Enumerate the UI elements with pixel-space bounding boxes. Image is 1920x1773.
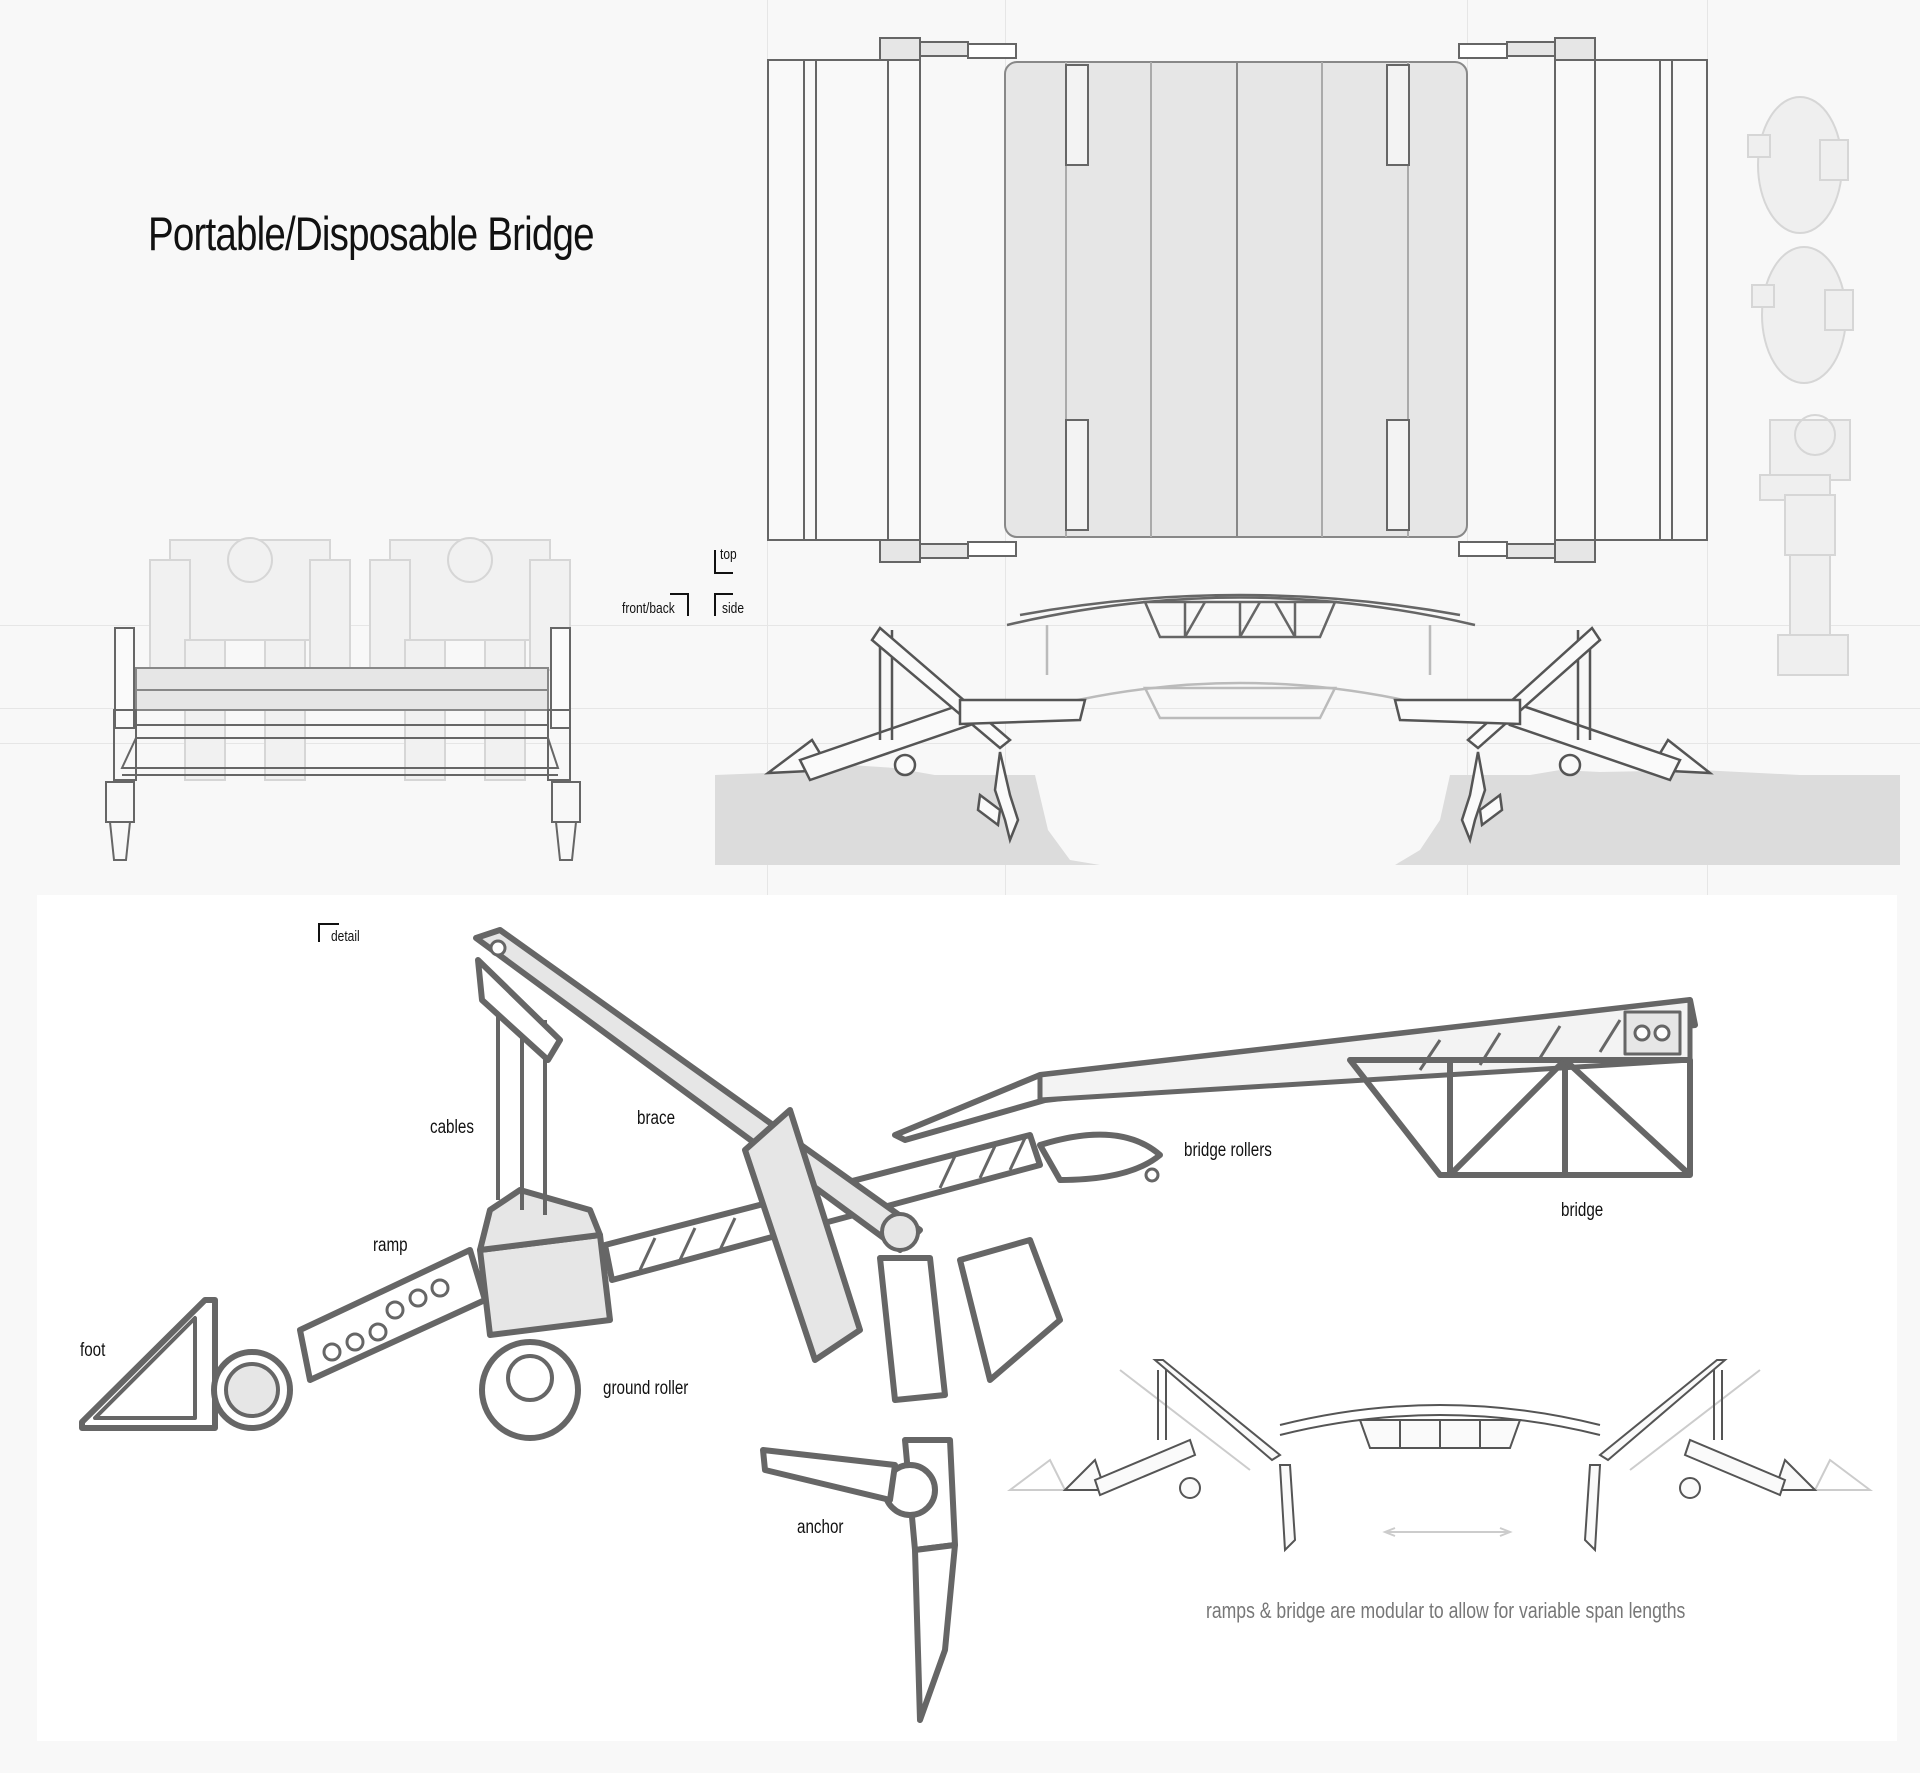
label-ramp: ramp: [373, 1235, 408, 1256]
guide-line: [0, 743, 1920, 744]
modularity-caption: ramps & bridge are modular to allow for …: [1206, 1598, 1686, 1623]
front-view-drawing: [105, 537, 581, 861]
view-label-side: side: [722, 600, 745, 617]
label-anchor: anchor: [797, 1517, 844, 1538]
view-label-detail: detail: [331, 928, 360, 945]
guide-line: [0, 625, 1920, 626]
mech-top-view-ghost: [1747, 96, 1854, 676]
top-view-marker-icon: [714, 550, 733, 574]
label-cables: cables: [430, 1117, 474, 1138]
page-title: Portable/Disposable Bridge: [148, 207, 595, 260]
label-bridge: bridge: [1561, 1200, 1604, 1221]
top-view-drawing: [767, 37, 1708, 563]
label-foot: foot: [80, 1340, 106, 1361]
front-back-marker-icon: [670, 593, 689, 616]
detail-marker-icon: [318, 923, 339, 942]
label-bridge-rollers: bridge rollers: [1184, 1140, 1272, 1161]
label-brace: brace: [637, 1108, 676, 1129]
side-view-marker-icon: [714, 593, 733, 616]
assembled-bridge-diagram: [1007, 1359, 1873, 1553]
view-label-top: top: [720, 546, 737, 563]
view-label-front-back: front/back: [622, 600, 675, 617]
side-view-drawing: [715, 593, 1900, 865]
label-ground-roller: ground roller: [603, 1378, 689, 1399]
